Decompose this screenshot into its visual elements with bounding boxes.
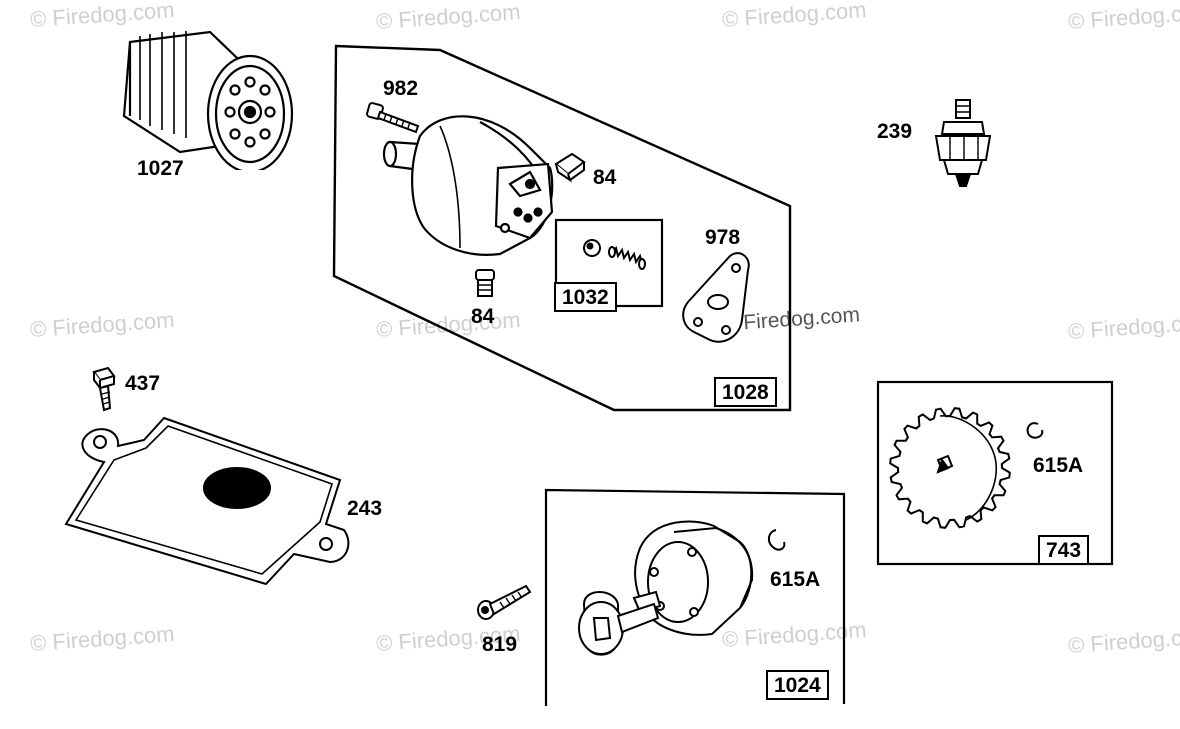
watermark: © Firedog.com <box>1067 622 1180 659</box>
gear-kit-box[interactable] <box>876 380 1116 568</box>
gear-teeth <box>889 407 1011 529</box>
pump-gasket[interactable] <box>680 250 770 350</box>
part-label: 84 <box>471 305 495 328</box>
watermark: © Firedog.com <box>375 0 522 35</box>
part-label: 819 <box>482 633 518 656</box>
screw[interactable] <box>364 100 424 140</box>
part-label: 982 <box>383 77 419 100</box>
rotor-kit-box[interactable] <box>544 488 850 706</box>
gasket[interactable] <box>54 414 354 594</box>
plug[interactable] <box>470 266 500 300</box>
part-label: 437 <box>125 372 161 395</box>
part-label: 239 <box>877 120 913 143</box>
assembly-label: 1028 <box>714 377 777 407</box>
kit-label: 743 <box>1038 535 1090 565</box>
plug[interactable] <box>550 150 590 184</box>
part-label: 84 <box>593 166 617 189</box>
oil-pump-housing[interactable] <box>380 108 560 268</box>
part-label: 1027 <box>137 157 184 180</box>
oil-pressure-switch[interactable] <box>926 98 996 192</box>
part-label: 615A <box>1033 454 1084 477</box>
part-label: 615A <box>770 568 821 591</box>
kit-label: 1024 <box>766 670 829 700</box>
watermark: © Firedog.com <box>29 306 176 343</box>
screw[interactable] <box>474 580 534 622</box>
watermark: © Firedog.com <box>29 620 176 657</box>
pump-group-boundary <box>332 44 792 412</box>
oil-filter[interactable] <box>110 20 300 170</box>
part-label: 978 <box>705 226 741 249</box>
screw[interactable] <box>88 366 118 412</box>
watermark: © Firedog.com <box>1067 0 1180 35</box>
kit-label: 1032 <box>554 282 617 312</box>
watermark: © Firedog.com <box>1067 308 1180 345</box>
watermark: © Firedog.com <box>721 0 868 33</box>
part-label: 243 <box>347 497 383 520</box>
